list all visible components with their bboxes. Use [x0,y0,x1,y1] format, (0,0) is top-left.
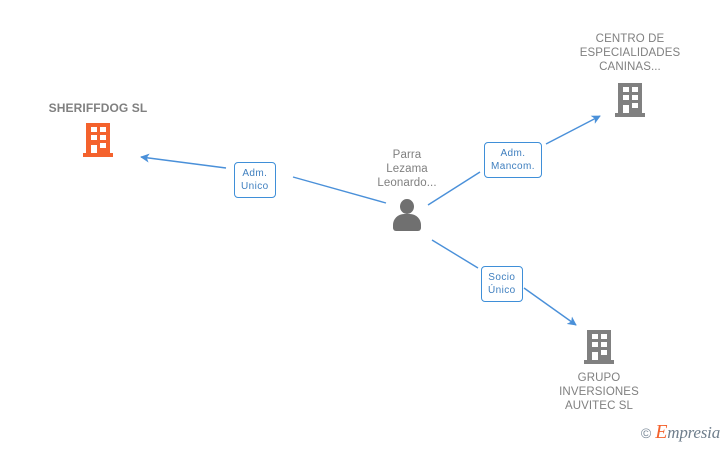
building-window [601,350,607,355]
edge-label-adm-unico[interactable]: Adm. Unico [234,162,276,198]
person-head [400,199,414,214]
node-persona-icon-wrap[interactable] [390,199,424,231]
building-base [584,360,614,364]
building-base [615,113,645,117]
building-window [100,127,106,132]
node-grupo-inversiones-auvitec[interactable]: GRUPO INVERSIONES AUVITEC SL [524,330,674,413]
building-body [587,330,611,360]
building-door [623,105,629,113]
building-window [601,334,607,339]
empresia-watermark: © Empresia [641,421,720,444]
building-window [632,95,638,100]
node-sheriffdog[interactable]: SHERIFFDOG SL [23,101,173,157]
empresia-wordmark-initial: E [655,421,668,443]
empresia-wordmark-rest: mpresia [667,423,720,442]
building-window [632,103,638,108]
edge-persona-to-centro [427,115,601,206]
building-window [592,334,598,339]
edge-persona-to-grupo [431,239,577,326]
node-centro-especialidades-label: CENTRO DE ESPECIALIDADES CANINAS... [579,33,681,73]
building-window [592,342,598,347]
building-window [601,342,607,347]
building-window [632,87,638,92]
edge-label-adm-mancom[interactable]: Adm. Mancom. [484,142,542,178]
building-icon[interactable] [615,83,645,117]
building-window [100,135,106,140]
building-icon[interactable] [584,330,614,364]
node-centro-especialidades[interactable]: CENTRO DE ESPECIALIDADES CANINAS... [555,32,705,117]
node-centro-icon-wrap[interactable] [615,83,645,117]
node-parra-lezama-leonardo-label: Parra Lezama Leonardo... [377,149,437,189]
building-window [91,127,97,132]
person-torso [393,214,421,231]
edge-label-socio-unico[interactable]: Socio Único [481,266,523,302]
building-base [83,153,113,157]
node-parra-lezama-leonardo[interactable]: Parra Lezama Leonardo... [332,148,482,231]
building-body [86,123,110,153]
building-door [91,145,97,153]
empresia-wordmark: Empresia [655,421,720,444]
edge-persona-to-sheriffdog [140,153,387,204]
building-window [100,143,106,148]
node-grupo-icon-wrap[interactable] [584,330,614,364]
building-window [91,135,97,140]
node-sheriffdog-label: SHERIFFDOG SL [48,101,148,115]
building-door [592,352,598,360]
building-window [623,87,629,92]
copyright-icon: © [640,424,652,441]
node-grupo-inversiones-auvitec-label: GRUPO INVERSIONES AUVITEC SL [559,372,639,412]
person-icon[interactable] [390,199,424,231]
building-icon[interactable] [83,123,113,157]
building-body [618,83,642,113]
building-window [623,95,629,100]
node-sheriffdog-icon-wrap[interactable] [83,123,113,157]
